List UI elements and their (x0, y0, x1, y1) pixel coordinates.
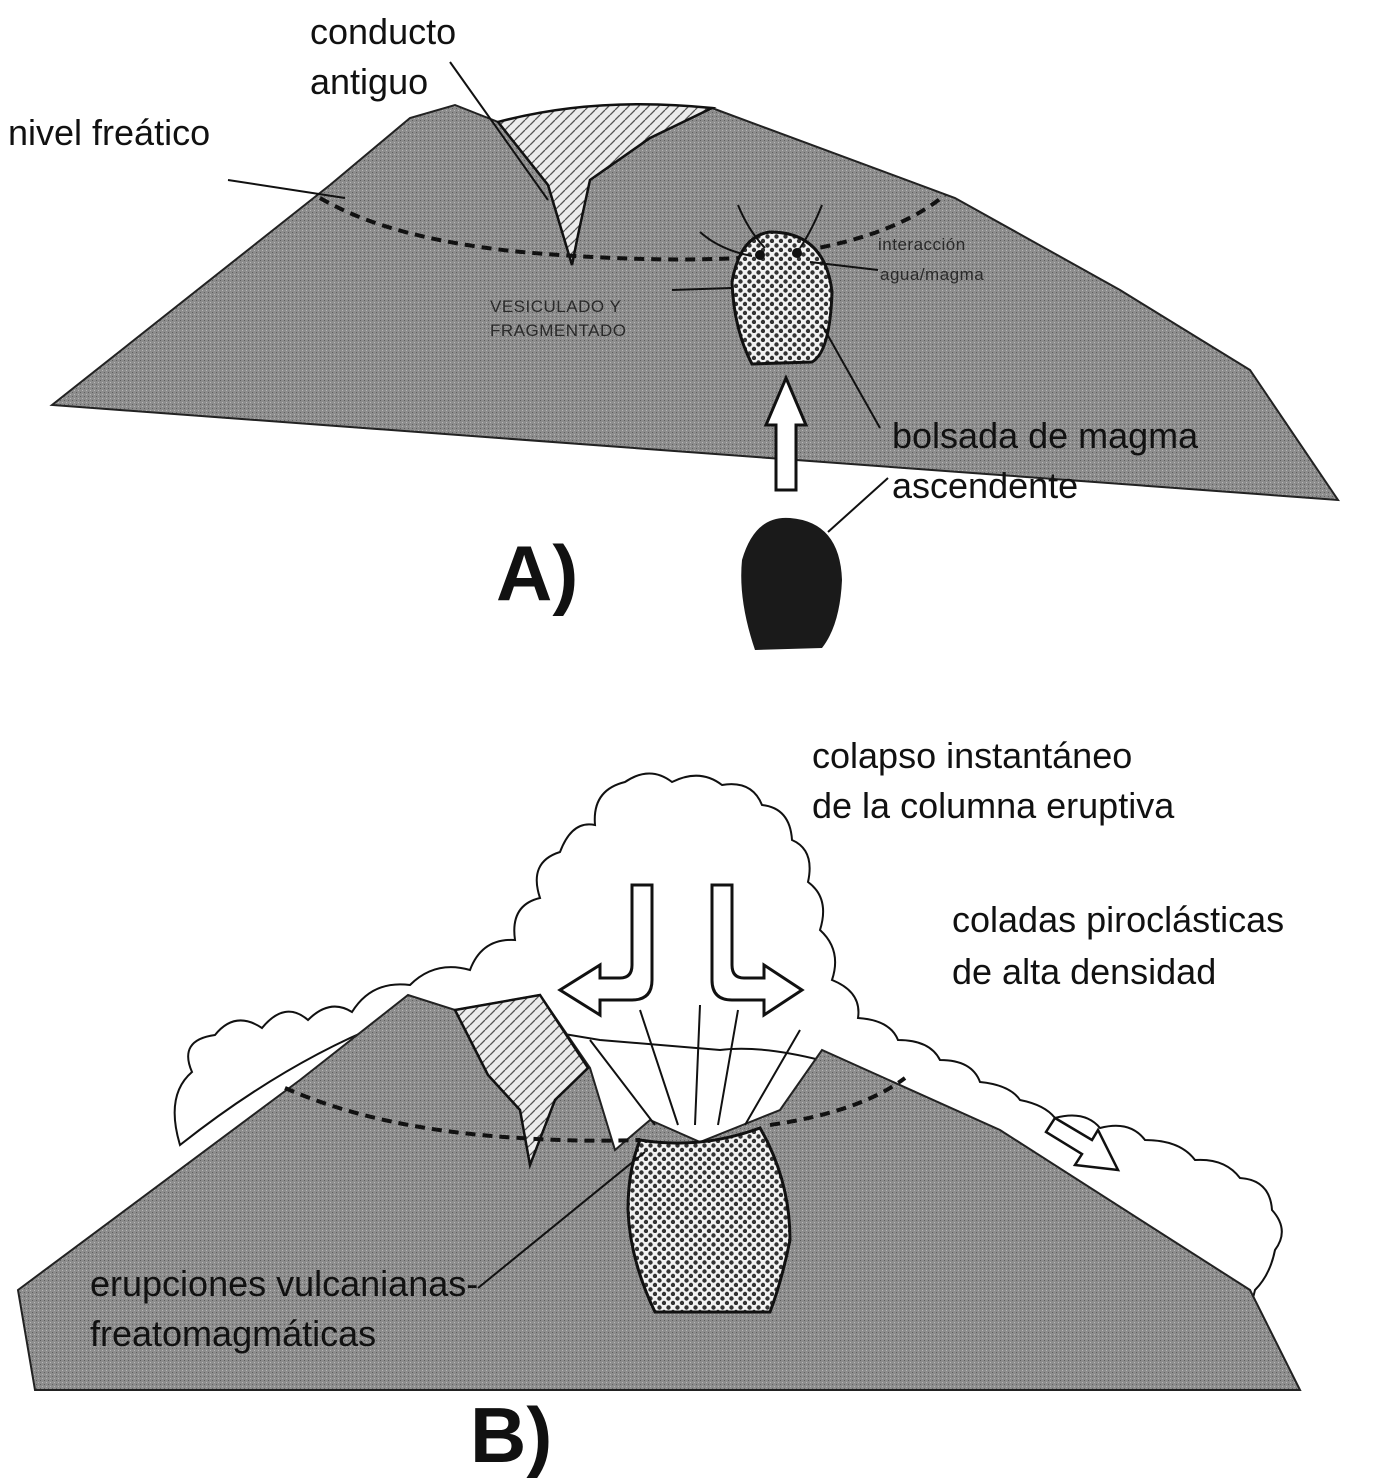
label-old-conduit-1: conducto (310, 11, 456, 52)
panel-label-a: A) (496, 529, 578, 617)
label-collapse-2: de la columna eruptiva (812, 785, 1175, 826)
label-interaction-1: interacción (878, 235, 966, 254)
label-eruptions-2: freatomagmáticas (90, 1313, 376, 1354)
label-flows-1: coladas piroclásticas (952, 899, 1284, 940)
label-flows-2: de alta densidad (952, 951, 1216, 992)
magma-conduit-b (628, 1128, 790, 1312)
label-magma-pocket-1: bolsada de magma (892, 415, 1199, 456)
label-eruptions-1: erupciones vulcanianas- (90, 1263, 478, 1304)
label-old-conduit-2: antiguo (310, 61, 428, 102)
label-magma-pocket-2: ascendente (892, 465, 1078, 506)
interaction-dot-left (755, 250, 765, 260)
interaction-dot-right (792, 248, 802, 258)
magma-pocket-deep (741, 518, 842, 650)
label-vesiculated-2: FRAGMENTADO (490, 321, 626, 340)
label-water-table: nivel freático (8, 112, 210, 153)
magma-body-vesiculated (732, 232, 832, 364)
panel-label-b: B) (470, 1391, 552, 1479)
label-interaction-2: agua/magma (880, 265, 984, 284)
label-collapse-1: colapso instantáneo (812, 735, 1132, 776)
label-vesiculated-1: VESICULADO Y (490, 297, 621, 316)
magma-pocket-leader-lower (828, 478, 888, 532)
panel-a: conducto antiguo nivel freático interacc… (8, 11, 1338, 650)
panel-b: colapso instantáneo de la columna erupti… (18, 735, 1300, 1479)
